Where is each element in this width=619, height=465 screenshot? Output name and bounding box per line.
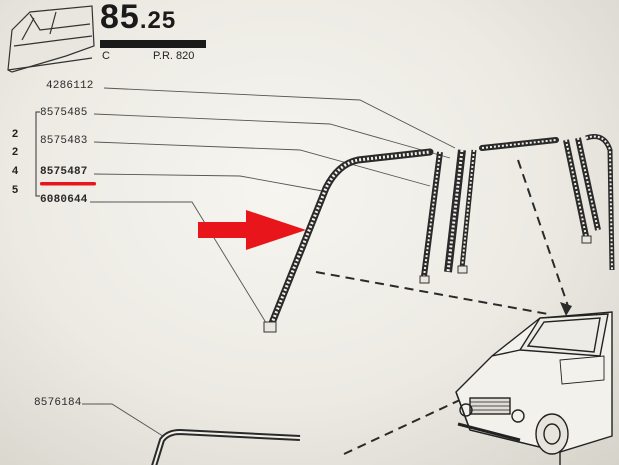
seal-vertical-2 [444, 149, 466, 273]
car-thumbnail [7, 5, 95, 73]
seal-right-1 [563, 139, 592, 244]
quantity-marker: 2 [12, 146, 19, 158]
dashed-guide-1 [315, 271, 549, 315]
seal-curved [263, 148, 434, 333]
part-number-label: 8575483 [40, 135, 88, 147]
page-number: 85.25 [100, 0, 177, 36]
header-code: C [102, 50, 110, 62]
seal-vertical-3 [457, 149, 477, 274]
quantity-marker: 4 [12, 165, 19, 177]
leader-8575487 [93, 173, 329, 193]
group-bracket [35, 111, 40, 197]
seal-vertical-1 [419, 151, 443, 284]
header-reference: P.R. 820 [153, 50, 195, 62]
part-number-label: 4286112 [46, 80, 94, 92]
quantity-marker: 5 [12, 184, 19, 196]
leader-4286112 [103, 87, 456, 149]
dashed-arrowhead [560, 302, 572, 316]
quantity-marker: 2 [12, 128, 19, 140]
part-number-label: 8576184 [34, 397, 82, 409]
header-rule [100, 40, 206, 48]
seal-right-curved [585, 134, 615, 271]
leader-8575483 [93, 141, 431, 187]
highlight-arrow [198, 210, 306, 250]
car-illustration [455, 311, 613, 465]
leader-8576184 [82, 403, 167, 439]
leader-6080644 [90, 201, 269, 327]
part-number-label: 8575487 [40, 166, 88, 178]
highlight-underline [40, 182, 96, 186]
leader-8575485 [93, 113, 451, 159]
dashed-guide-2 [517, 159, 569, 307]
part-number-label: 8575485 [40, 107, 88, 119]
seal-right-2 [575, 137, 601, 231]
dashed-guide-3 [343, 371, 521, 455]
frame-part-bottom [151, 428, 301, 465]
part-number-label: 6080644 [40, 194, 88, 206]
seal-top-strip [479, 137, 559, 151]
